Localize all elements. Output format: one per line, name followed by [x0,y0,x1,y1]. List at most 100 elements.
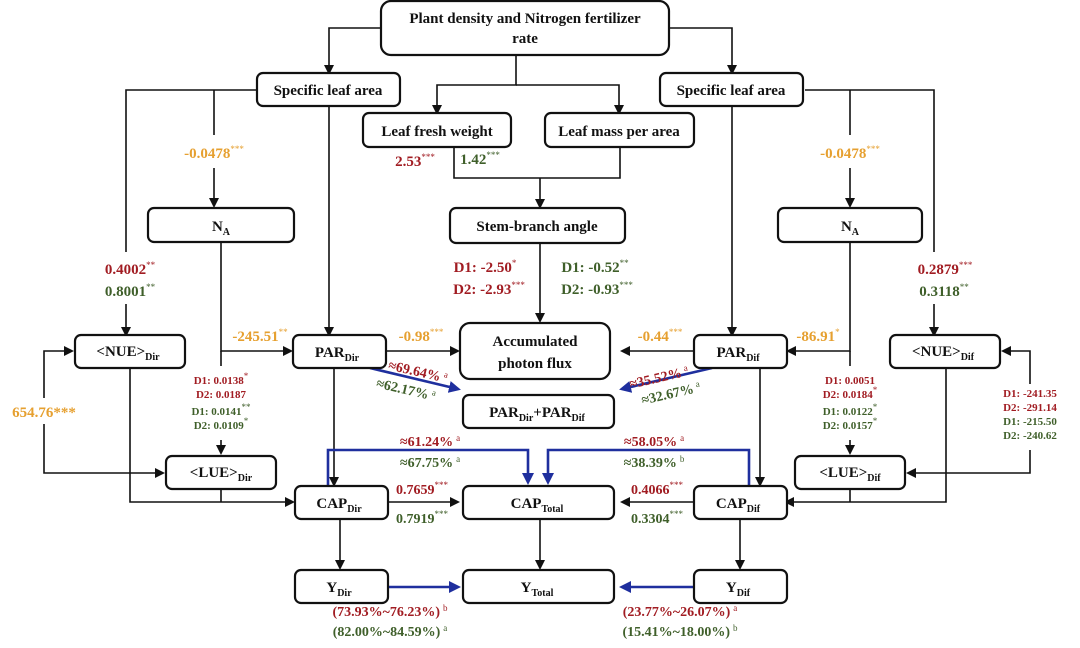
edge-leaf-merge [453,147,621,179]
coef-loop-dif-1: D2: -291.14 [1003,402,1057,414]
node-y-dif: YDif [692,568,789,605]
coef-sla-na-right: -0.0478*** [820,144,880,162]
coef-loop-dif-3: D2: -240.62 [1003,430,1057,442]
edge-root-sla-right [669,27,737,75]
coef-sla-na-left: -0.0478*** [184,144,244,162]
svg-text:<LUE>Dir: <LUE>Dir [190,465,253,484]
coef-loop-dif-0: D1: -241.35 [1003,388,1057,400]
edge-par-dif-sum [619,366,713,393]
node-lue-dif: <LUE>Dif [793,454,907,491]
node-na-right: NA [776,206,924,244]
coef-cap-dir-red: 0.7659*** [396,480,449,498]
coef-na-par-dif: -86.91* [796,327,840,345]
edge-nue-cap-dif [784,368,947,507]
coef-nue-dir-red: 0.4002** [105,260,156,278]
svg-text:Stem-branch angle: Stem-branch angle [476,219,598,235]
edge-cap-dir-share [326,448,534,486]
coef-nue-dir-green: 0.8001** [105,282,156,300]
coef-par-dir-apf: -0.98*** [399,327,444,345]
coef-na-par-dir: -245.51** [232,327,288,345]
svg-text:CAPTotal: CAPTotal [511,496,564,515]
edge-root-lma [516,84,624,115]
svg-text:PARDir: PARDir [315,345,360,364]
coef-lue-dir-2: D1: 0.0141** [191,402,251,418]
coef-sba-green-d1: D1: -0.52** [561,258,629,276]
svg-text:Specific leaf area: Specific leaf area [677,83,786,99]
edge-loop-lue-dir [43,424,165,478]
coef-sba-red-d1: D1: -2.50* [454,258,517,276]
node-accumulated-photon-flux: Accumulated photon flux [458,321,612,381]
svg-text:YDir: YDir [326,580,352,599]
coef-lue-dir-1: D2: 0.0187 [196,389,247,401]
share-edges [326,366,751,593]
svg-text:<NUE>Dif: <NUE>Dif [912,344,975,363]
coef-y-dir-green: (82.00%~84.59%)a [333,623,448,640]
svg-text:Accumulated: Accumulated [493,334,579,350]
svg-text:Leaf fresh weight: Leaf fresh weight [381,124,492,140]
coef-cap-dif-red: 0.4066*** [631,480,684,498]
coef-cap-dif-green: 0.3304*** [631,509,684,527]
node-nue-dif: <NUE>Dif [888,333,1002,370]
coef-y-dir-red: (73.93%~76.23%)b [332,603,448,620]
coef-loop-dif-2: D1: -215.50 [1003,416,1057,428]
svg-text:<NUE>Dir: <NUE>Dir [96,344,160,363]
coef-lue-dir-3: D2: 0.0109* [194,416,249,432]
edge-nue-cap-dir [129,368,295,507]
coef-lue-dif-0: D1: 0.0051 [825,375,875,387]
coef-lue-dif-2: D1: 0.0122* [823,402,878,418]
edge-loop-lue-dif [906,450,1031,478]
node-root-line2: rate [512,31,538,47]
coef-lue-dif-3: D2: 0.0157* [823,416,878,432]
coef-cap-share-dir-red: ≈61.24%a [400,433,460,450]
node-cap-dir: CAPDir [293,484,390,521]
node-y-total: YTotal [461,568,616,605]
coef-loop-dir: 654.76*** [12,405,76,421]
svg-text:CAPDif: CAPDif [716,496,761,515]
coef-sba-green-d2: D2: -0.93*** [561,280,633,298]
node-y-dir: YDir [293,568,390,605]
svg-text:YDif: YDif [726,580,751,599]
lue-dif-coefs: D1: 0.0051 D2: 0.0184* D1: 0.0122* D2: 0… [814,366,886,440]
coef-par-dif-apf: -0.44*** [638,327,683,345]
node-lue-dir: <LUE>Dir [164,454,278,491]
coef-lfw-green: 1.42*** [460,150,500,168]
lue-dif-loop-coefs: D1: -241.35 D2: -291.14 D1: -215.50 D2: … [1003,388,1057,442]
node-sla-right: Specific leaf area [658,71,805,108]
svg-text:PARDir+PARDif: PARDir+PARDif [489,405,585,424]
svg-text:photon flux: photon flux [498,356,572,372]
node-cap-total: CAPTotal [461,484,616,521]
coef-cap-share-dif-green: ≈38.39%b [624,454,685,471]
coef-cap-share-dif-red: ≈58.05%a [624,433,684,450]
edge-root-lfw [432,55,517,115]
coefficients: -0.0478*** -0.0478*** 2.53*** 1.42*** D1… [5,140,980,422]
node-par-dif: PARDif [692,333,789,370]
svg-text:Specific leaf area: Specific leaf area [274,83,383,99]
coef-sba-red-d2: D2: -2.93*** [453,280,525,298]
svg-text:CAPDir: CAPDir [316,496,362,515]
coef-lue-dif-1: D2: 0.0184* [823,385,878,401]
svg-text:YTotal: YTotal [521,580,554,599]
coef-nue-dif-green: 0.3118** [919,282,969,300]
node-sla-left: Specific leaf area [255,71,402,108]
coef-nue-dif-red: 0.2879*** [918,260,973,278]
edge-par-dir-sum [369,366,461,393]
coef-lfw-red: 2.53*** [395,152,435,170]
edge-cap-dif-share [542,448,751,486]
edges [43,27,1031,570]
node-root: Plant density and Nitrogen fertilizer ra… [379,0,671,57]
coef-lue-dir-0: D1: 0.0138* [194,371,249,387]
node-par-sum: PARDir+PARDif [461,393,616,430]
svg-text:Leaf mass per area: Leaf mass per area [558,124,680,140]
coef-y-dif-green: (15.41%~18.00%)b [622,623,738,640]
svg-text:NA: NA [212,219,231,238]
svg-text:<LUE>Dif: <LUE>Dif [819,465,881,484]
node-nue-dir: <NUE>Dir [73,333,187,370]
coef-cap-share-dir-green: ≈67.75%a [400,454,460,471]
svg-text:PARDif: PARDif [716,345,760,364]
lue-dir-coefs: D1: 0.0138* D2: 0.0187 D1: 0.0141** D2: … [185,366,257,440]
node-leaf-mass-per-area: Leaf mass per area [543,111,696,149]
node-na-left: NA [146,206,296,244]
node-par-dir: PARDir [291,333,388,370]
svg-text:NA: NA [841,219,860,238]
